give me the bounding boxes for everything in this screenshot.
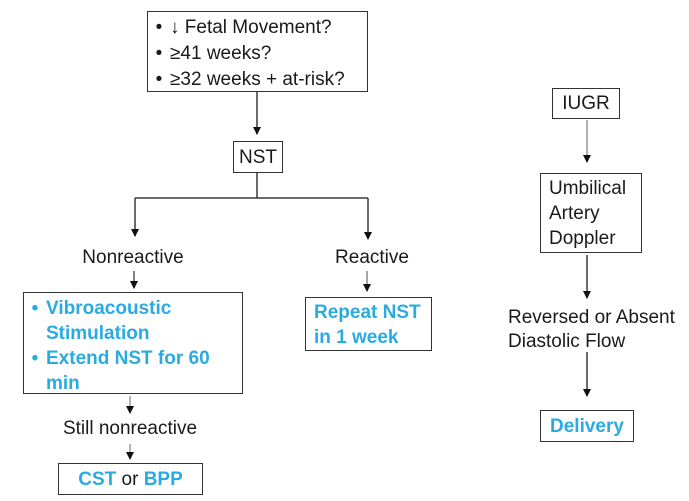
screening-criteria-box: • ↓ Fetal Movement? • ≥41 weeks? • ≥32 w… xyxy=(147,11,368,92)
branch-label-reactive: Reactive xyxy=(335,247,409,268)
still-nonreactive-label: Still nonreactive xyxy=(62,418,198,439)
screening-item-text: ↓ Fetal Movement? xyxy=(170,17,332,38)
nst-box: NST xyxy=(233,141,283,173)
delivery-label: Delivery xyxy=(550,415,624,437)
cst-label: CST xyxy=(78,468,117,490)
branch-trunk-line xyxy=(135,173,368,199)
action-item: • Extend NST for 60 min xyxy=(24,346,236,396)
screening-item-text: ≥41 weeks? xyxy=(170,43,272,64)
reversed-flow-label: Reversed or Absent Diastolic Flow xyxy=(508,307,675,352)
bullet-icon: • xyxy=(31,298,39,319)
branch-label-nonreactive: Nonreactive xyxy=(82,247,184,268)
umbilical-artery-doppler-box: Umbilical Artery Doppler xyxy=(540,173,642,253)
delivery-box: Delivery xyxy=(540,410,634,442)
bpp-label: BPP xyxy=(143,468,183,490)
cst-bpp-label: CST or BPP xyxy=(78,467,183,492)
iugr-box: IUGR xyxy=(552,88,620,119)
bullet-icon: • xyxy=(31,348,39,369)
bullet-icon: • xyxy=(155,43,163,64)
action-item: • Vibroacoustic Stimulation xyxy=(24,296,236,346)
or-label: or xyxy=(116,468,144,490)
screening-item: • ≥41 weeks? xyxy=(148,41,361,67)
nonreactive-actions-box: • Vibroacoustic Stimulation • Extend NST… xyxy=(23,292,243,394)
umbilical-artery-doppler-label: Umbilical Artery Doppler xyxy=(549,178,627,249)
repeat-nst-box: Repeat NST in 1 week xyxy=(305,297,432,351)
screening-item: • ≥32 weeks + at-risk? xyxy=(148,67,361,93)
bullet-icon: • xyxy=(155,69,163,90)
screening-item: • ↓ Fetal Movement? xyxy=(148,15,361,41)
iugr-label: IUGR xyxy=(562,93,610,114)
screening-item-text: ≥32 weeks + at-risk? xyxy=(170,69,345,90)
nst-label: NST xyxy=(239,146,277,168)
action-item-text: Vibroacoustic Stimulation xyxy=(46,298,172,344)
cst-bpp-box: CST or BPP xyxy=(58,463,203,495)
repeat-nst-label: Repeat NST in 1 week xyxy=(314,302,421,348)
bullet-icon: • xyxy=(155,17,163,38)
action-item-text: Extend NST for 60 min xyxy=(46,348,210,394)
